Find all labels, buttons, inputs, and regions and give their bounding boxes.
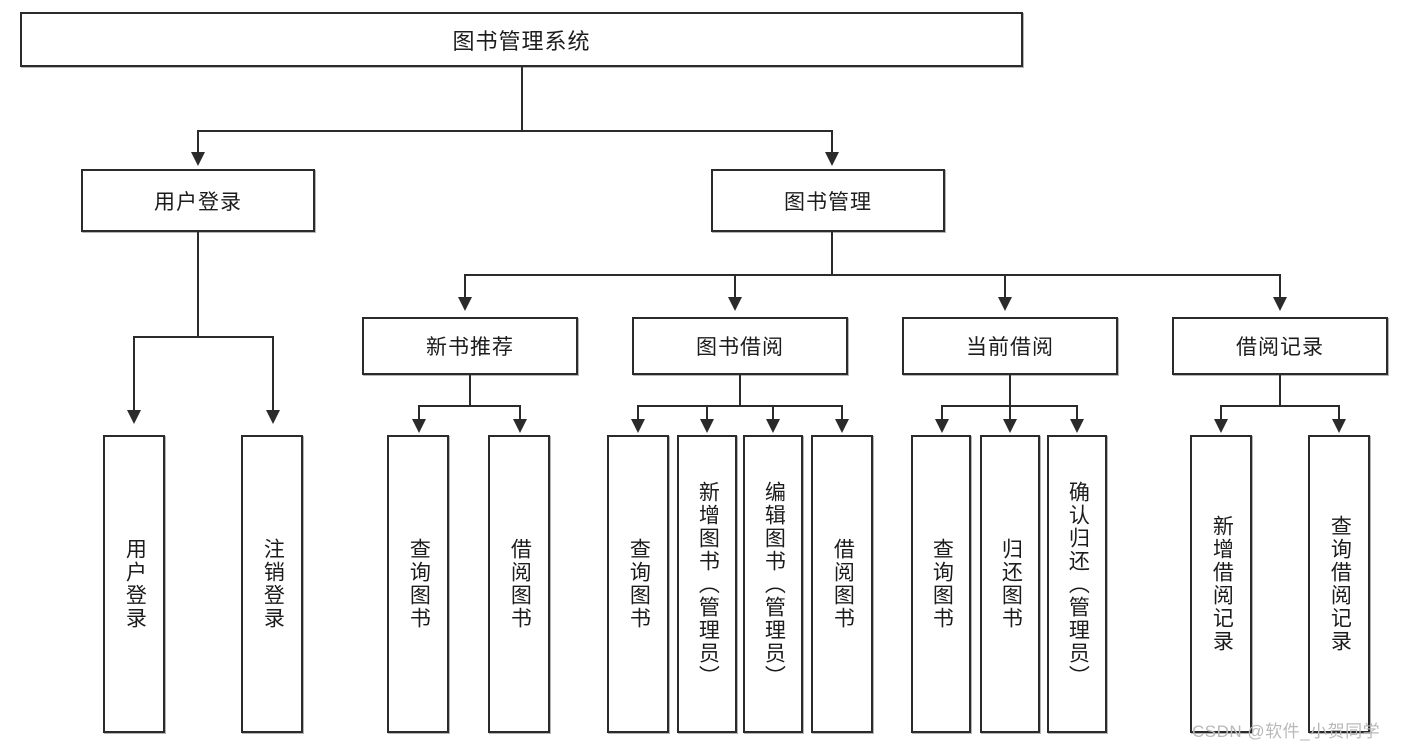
arrow-borrow-record-leaf-2-icon (1332, 419, 1346, 433)
arrow-current-borrow-leaf-3-icon (1070, 419, 1084, 433)
connector-current-borrow-leaf-3 (1076, 405, 1078, 421)
node-leaf-add-borrow-record[interactable]: 新增借阅记录 (1190, 435, 1252, 733)
connector-book-borrow-leaf-1 (637, 405, 639, 421)
node-user-login-label: 用户登录 (154, 190, 242, 214)
arrow-book-borrow-leaf-1-icon (631, 419, 645, 433)
connector-user-login-to-leaf-2 (272, 336, 274, 412)
connector-root-stem (521, 67, 523, 130)
node-current-borrow[interactable]: 当前借阅 (902, 317, 1118, 375)
connector-book-manage-to-borrow-record (1279, 274, 1281, 299)
node-leaf-query-book-2-label: 查询图书 (627, 538, 651, 630)
node-leaf-add-book-label: 新增图书（管理员） (696, 480, 720, 688)
node-leaf-user-login-label: 用户登录 (123, 538, 147, 630)
arrow-user-login-leaf-2-icon (266, 410, 280, 424)
node-leaf-confirm-return-label: 确认归还（管理员） (1066, 480, 1090, 688)
arrow-user-login-leaf-1-icon (127, 410, 141, 424)
arrow-new-book-rec-icon (458, 297, 472, 311)
node-leaf-borrow-book-1[interactable]: 借阅图书 (488, 435, 550, 733)
arrow-book-borrow-leaf-2-icon (700, 419, 714, 433)
arrow-book-borrow-icon (728, 297, 742, 311)
node-leaf-confirm-return[interactable]: 确认归还（管理员） (1047, 435, 1107, 733)
node-leaf-borrow-book-2-label: 借阅图书 (831, 538, 855, 630)
node-new-book-recommendation[interactable]: 新书推荐 (362, 317, 578, 375)
connector-user-login-to-leaf-1 (133, 336, 135, 412)
connector-book-borrow-stem (739, 375, 741, 406)
connector-new-book-rec-stem (469, 375, 471, 406)
node-borrow-record[interactable]: 借阅记录 (1172, 317, 1388, 375)
arrow-root-to-book-manage-icon (825, 152, 839, 166)
connector-book-borrow-bar (637, 405, 843, 407)
node-current-borrow-label: 当前借阅 (966, 336, 1054, 359)
connector-new-book-rec-bar (418, 405, 521, 407)
node-book-manage-label: 图书管理 (784, 190, 872, 214)
connector-user-login-bar (133, 336, 274, 338)
connector-new-book-rec-leaf-2 (519, 405, 521, 421)
node-leaf-logout-login[interactable]: 注销登录 (241, 435, 303, 733)
connector-root-to-user-login (197, 130, 199, 155)
arrow-book-borrow-leaf-3-icon (766, 419, 780, 433)
node-book-borrow[interactable]: 图书借阅 (632, 317, 848, 375)
node-book-borrow-label: 图书借阅 (696, 336, 784, 359)
node-leaf-edit-book-label: 编辑图书（管理员） (762, 480, 786, 688)
node-leaf-query-borrow-record-label: 查询借阅记录 (1328, 515, 1352, 653)
connector-book-manage-to-current-borrow (1004, 274, 1006, 299)
node-leaf-query-book-3-label: 查询图书 (930, 538, 954, 630)
node-leaf-return-book[interactable]: 归还图书 (980, 435, 1040, 733)
node-leaf-query-book-1-label: 查询图书 (407, 538, 431, 630)
node-book-manage[interactable]: 图书管理 (711, 169, 945, 232)
connector-book-borrow-leaf-3 (772, 405, 774, 421)
connector-root-to-book-manage (831, 130, 833, 155)
connector-book-borrow-leaf-2 (706, 405, 708, 421)
node-new-book-recommendation-label: 新书推荐 (426, 336, 514, 359)
connector-book-manage-to-new-book-rec (464, 274, 466, 299)
node-leaf-add-book[interactable]: 新增图书（管理员） (677, 435, 737, 733)
node-leaf-add-borrow-record-label: 新增借阅记录 (1210, 515, 1234, 653)
arrow-new-book-rec-leaf-1-icon (412, 419, 426, 433)
node-leaf-borrow-book-2[interactable]: 借阅图书 (811, 435, 873, 733)
arrow-borrow-record-icon (1273, 297, 1287, 311)
connector-book-manage-to-book-borrow (734, 274, 736, 299)
connector-borrow-record-stem (1279, 375, 1281, 406)
connector-book-manage-bar (464, 274, 1281, 276)
node-leaf-user-login[interactable]: 用户登录 (103, 435, 165, 733)
connector-borrow-record-bar (1220, 405, 1340, 407)
node-user-login[interactable]: 用户登录 (81, 169, 315, 232)
arrow-current-borrow-leaf-2-icon (1003, 419, 1017, 433)
arrow-current-borrow-icon (998, 297, 1012, 311)
node-leaf-return-book-label: 归还图书 (999, 538, 1023, 630)
node-root-book-management-system[interactable]: 图书管理系统 (20, 12, 1023, 67)
connector-borrow-record-leaf-2 (1338, 405, 1340, 421)
node-leaf-logout-login-label: 注销登录 (261, 538, 285, 630)
connector-current-borrow-leaf-1 (941, 405, 943, 421)
node-leaf-query-borrow-record[interactable]: 查询借阅记录 (1308, 435, 1370, 733)
connector-book-manage-stem (831, 232, 833, 275)
arrow-root-to-user-login-icon (191, 152, 205, 166)
connector-root-bar (197, 130, 833, 132)
node-leaf-borrow-book-1-label: 借阅图书 (508, 538, 532, 630)
connector-current-borrow-stem (1009, 375, 1011, 406)
arrow-book-borrow-leaf-4-icon (835, 419, 849, 433)
node-root-label: 图书管理系统 (452, 28, 591, 54)
watermark-text: CSDN @软件_小贺同学 (1192, 722, 1381, 741)
arrow-new-book-rec-leaf-2-icon (513, 419, 527, 433)
connector-borrow-record-leaf-1 (1220, 405, 1222, 421)
node-borrow-record-label: 借阅记录 (1236, 336, 1324, 359)
arrow-borrow-record-leaf-1-icon (1214, 419, 1228, 433)
arrow-current-borrow-leaf-1-icon (935, 419, 949, 433)
node-leaf-query-book-2[interactable]: 查询图书 (607, 435, 669, 733)
connector-current-borrow-leaf-2 (1009, 405, 1011, 421)
connector-new-book-rec-leaf-1 (418, 405, 420, 421)
connector-user-login-stem (197, 232, 199, 336)
connector-book-borrow-leaf-4 (841, 405, 843, 421)
node-leaf-edit-book[interactable]: 编辑图书（管理员） (743, 435, 803, 733)
node-leaf-query-book-1[interactable]: 查询图书 (387, 435, 449, 733)
node-leaf-query-book-3[interactable]: 查询图书 (911, 435, 971, 733)
